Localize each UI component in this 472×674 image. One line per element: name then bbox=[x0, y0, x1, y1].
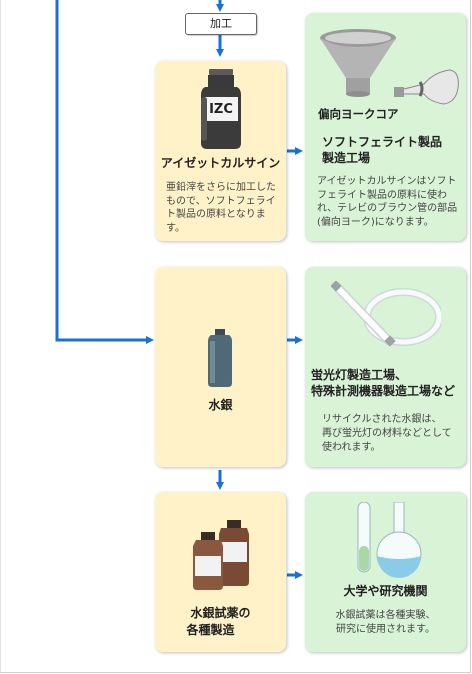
fluorescent-desc-line2: 再び蛍光灯の材料などとして bbox=[322, 428, 452, 439]
izc-bottle-icon bbox=[201, 69, 241, 149]
mercury-title: 水銀 bbox=[208, 398, 233, 412]
lab-glassware-icon bbox=[357, 502, 422, 578]
ferrite-desc: アイゼットカルサインはソフトフェライト製品の原料に使われ、テレビのブラウン管の部… bbox=[317, 176, 458, 228]
fluorescent-desc-line3: 使われます。 bbox=[322, 442, 381, 453]
funnel-core-icon bbox=[320, 29, 396, 97]
ferrite-card: 偏向ヨークコア ソフトフェライト製品 製造工場 アイゼットカルサインはソフトフェ… bbox=[305, 13, 466, 241]
ferrite-title-line1: ソフトフェライト製品 bbox=[322, 135, 443, 149]
university-title: 大学や研究機関 bbox=[343, 584, 428, 598]
fluorescent-card: 蛍光灯製造工場、 特殊計測機器製造工場など リサイクルされた水銀は、 再び蛍光灯… bbox=[305, 267, 466, 467]
ferrite-title-line2: 製造工場 bbox=[322, 151, 371, 165]
fluorescent-desc-line1: リサイクルされた水銀は、 bbox=[322, 414, 442, 425]
ferrite-subtitle: 偏向ヨークコア bbox=[318, 107, 399, 121]
reagent-title-line2: 各種製造 bbox=[186, 623, 235, 637]
university-desc-line2: 研究に使用されます。 bbox=[336, 624, 435, 635]
izc-desc: 亜鉛滓をさらに加工したもので、ソフトフェライト製品の原料となります。 bbox=[166, 182, 276, 234]
izc-title: アイゼットカルサイン bbox=[160, 156, 281, 170]
reagent-title-line1: 水銀試薬の bbox=[190, 606, 251, 620]
izc-card: IZC アイゼットカルサイン 亜鉛滓をさらに加工したもので、ソフトフェライト製品… bbox=[155, 61, 286, 241]
reagent-bottles-icon bbox=[193, 520, 249, 590]
izc-bottle-label: IZC bbox=[209, 102, 233, 117]
university-desc-line1: 水銀試薬は各種実験、 bbox=[335, 610, 436, 621]
mercury-bottle-icon bbox=[208, 329, 232, 387]
reagent-card: 水銀試薬の 各種製造 bbox=[155, 492, 286, 652]
fluorescent-title-line1: 蛍光灯製造工場、 bbox=[311, 368, 408, 382]
university-card: 大学や研究機関 水銀試薬は各種実験、 研究に使用されます。 bbox=[305, 492, 466, 652]
fluorescent-lamp-icon bbox=[331, 281, 441, 347]
process-label: 加工 bbox=[185, 13, 257, 35]
mercury-card: 水銀 bbox=[155, 267, 286, 467]
fluorescent-title-line2: 特殊計測機器製造工場など bbox=[311, 384, 456, 398]
flow-line-left bbox=[55, 0, 154, 344]
crt-tube-icon bbox=[394, 69, 459, 105]
